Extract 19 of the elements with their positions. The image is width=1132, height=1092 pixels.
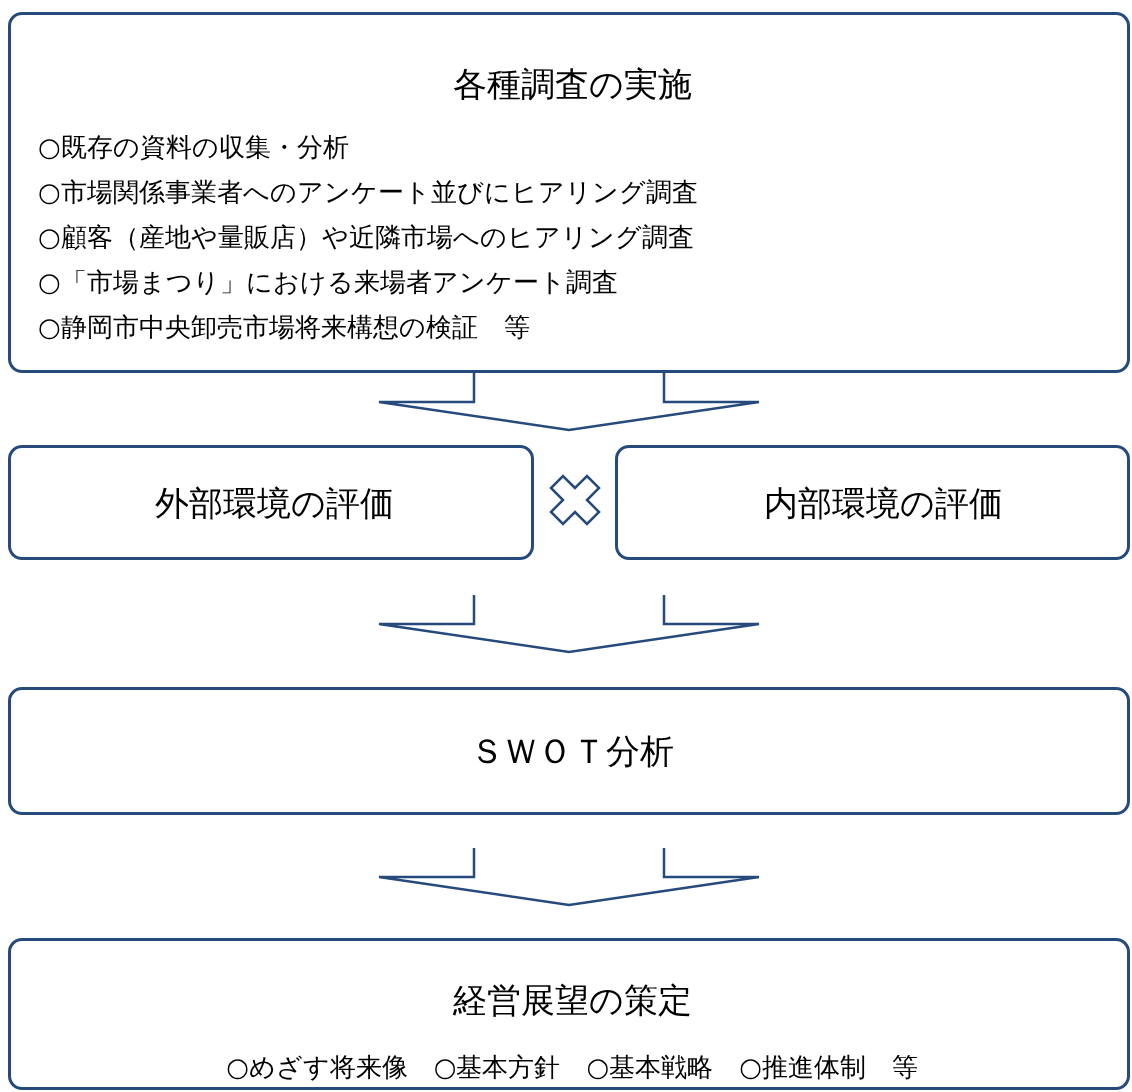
process-box [8, 938, 1130, 1090]
process-box [8, 687, 1130, 815]
list-item: ○顧客（産地や量販店）や近隣市場へのヒアリング調査 [38, 221, 694, 254]
heading: 経営展望の策定 [452, 979, 692, 1022]
list-item: ○「市場まつり」における来場者アンケート調査 [38, 266, 618, 299]
list-item: ○静岡市中央卸売市場将来構想の検証 等 [38, 311, 530, 344]
process-box [615, 445, 1130, 560]
process-box [8, 12, 1130, 373]
list-item: ○既存の資料の収集・分析 [38, 131, 349, 164]
block-arrow [377, 593, 761, 654]
block-arrow [377, 846, 761, 907]
heading: 各種調査の実施 [452, 63, 692, 106]
process-box [8, 445, 534, 560]
heading: 内部環境の評価 [763, 482, 1003, 525]
block-arrow [377, 371, 761, 432]
list-item: ○市場関係事業者へのアンケート並びにヒアリング調査 [38, 176, 698, 209]
list-item: ○めざす将来像 ○基本方針 ○基本戦略 ○推進体制 等 [226, 1051, 918, 1084]
heading: 外部環境の評価 [154, 482, 394, 525]
heading: ＳＷＯＴ分析 [470, 730, 674, 773]
